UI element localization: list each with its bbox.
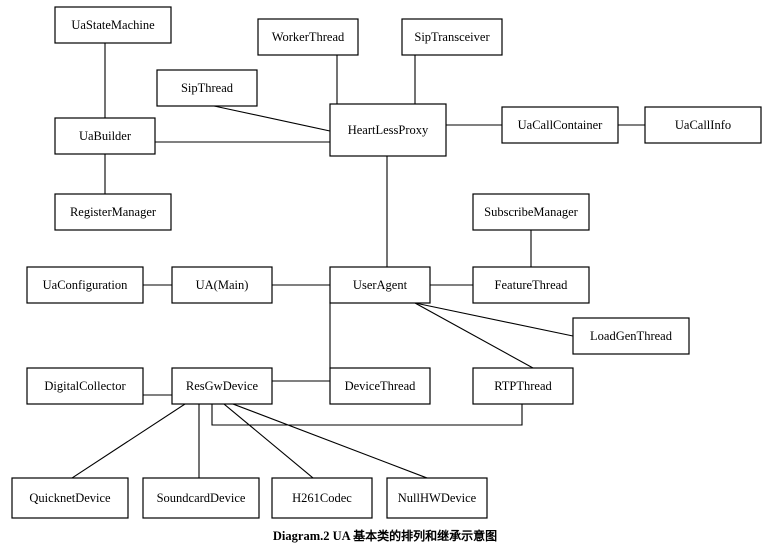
- class-node-box[interactable]: [54, 117, 156, 155]
- class-node-label: UserAgent: [353, 278, 408, 292]
- class-node-box[interactable]: [171, 367, 273, 405]
- diagram-caption: Diagram.2 UA 基本类的排列和继承示意图: [0, 527, 770, 544]
- class-node-box[interactable]: [156, 69, 258, 107]
- class-node-box[interactable]: [329, 266, 431, 304]
- class-node-label: UaStateMachine: [71, 18, 155, 32]
- class-node-box[interactable]: [572, 317, 690, 355]
- edge-resgwdevice-to-h261codec: [223, 403, 314, 479]
- class-node-siptransceiver[interactable]: SipTransceiver: [401, 18, 503, 56]
- edge-resgwdevice-to-nullhwdevice: [232, 403, 428, 479]
- class-node-subscribemanager[interactable]: SubscribeManager: [472, 193, 590, 231]
- class-node-sipthread[interactable]: SipThread: [156, 69, 258, 107]
- class-node-box[interactable]: [472, 367, 574, 405]
- class-node-box[interactable]: [271, 477, 373, 519]
- class-node-box[interactable]: [501, 106, 619, 144]
- class-node-label: DeviceThread: [345, 379, 417, 393]
- class-node-soundcarddevice[interactable]: SoundcardDevice: [142, 477, 260, 519]
- edge-sipthread-to-heartlessproxy: [213, 105, 331, 132]
- class-node-box[interactable]: [142, 477, 260, 519]
- class-node-label: UA(Main): [196, 278, 249, 292]
- class-node-label: FeatureThread: [495, 278, 569, 292]
- class-node-box[interactable]: [472, 193, 590, 231]
- class-node-label: SoundcardDevice: [157, 491, 246, 505]
- class-node-box[interactable]: [54, 193, 172, 231]
- class-node-featurethread[interactable]: FeatureThread: [472, 266, 590, 304]
- class-node-uastatemachine[interactable]: UaStateMachine: [54, 6, 172, 44]
- class-node-box[interactable]: [26, 266, 144, 304]
- class-node-digitalcollector[interactable]: DigitalCollector: [26, 367, 144, 405]
- class-node-box[interactable]: [171, 266, 273, 304]
- class-node-label: UaCallInfo: [675, 118, 731, 132]
- class-node-resgwdevice[interactable]: ResGwDevice: [171, 367, 273, 405]
- class-node-h261codec[interactable]: H261Codec: [271, 477, 373, 519]
- edge-resgwdevice-to-rtpthread: [211, 403, 523, 426]
- class-node-label: SipThread: [181, 81, 234, 95]
- class-node-label: QuicknetDevice: [29, 491, 111, 505]
- class-node-label: ResGwDevice: [186, 379, 259, 393]
- class-node-uacallcontainer[interactable]: UaCallContainer: [501, 106, 619, 144]
- class-node-label: RegisterManager: [70, 205, 157, 219]
- edge-resgwdevice-to-quicknetdevice: [71, 403, 186, 479]
- class-node-uamain[interactable]: UA(Main): [171, 266, 273, 304]
- class-node-label: SubscribeManager: [484, 205, 579, 219]
- edge-useragent-to-rtpthread: [414, 302, 534, 369]
- class-node-box[interactable]: [54, 6, 172, 44]
- class-node-useragent[interactable]: UserAgent: [329, 266, 431, 304]
- class-node-label: UaBuilder: [79, 129, 132, 143]
- class-node-box[interactable]: [329, 103, 447, 157]
- class-node-workerthread[interactable]: WorkerThread: [257, 18, 359, 56]
- caption-prefix: Diagram.2 UA: [272, 529, 354, 543]
- class-node-uaconfiguration[interactable]: UaConfiguration: [26, 266, 144, 304]
- class-node-box[interactable]: [329, 367, 431, 405]
- edge-useragent-to-loadgenthread: [414, 302, 574, 337]
- class-node-label: LoadGenThread: [590, 329, 673, 343]
- class-node-uacallinfo[interactable]: UaCallInfo: [644, 106, 762, 144]
- class-node-box[interactable]: [472, 266, 590, 304]
- class-node-box[interactable]: [644, 106, 762, 144]
- class-node-loadgenthread[interactable]: LoadGenThread: [572, 317, 690, 355]
- class-node-label: H261Codec: [292, 491, 352, 505]
- class-node-devicethread[interactable]: DeviceThread: [329, 367, 431, 405]
- class-node-uabuilder[interactable]: UaBuilder: [54, 117, 156, 155]
- class-node-label: RTPThread: [494, 379, 552, 393]
- class-node-label: WorkerThread: [272, 30, 345, 44]
- class-node-box[interactable]: [401, 18, 503, 56]
- edges-layer: [71, 42, 646, 479]
- class-node-label: SipTransceiver: [414, 30, 490, 44]
- class-node-label: UaCallContainer: [518, 118, 604, 132]
- class-node-nullhwdevice[interactable]: NullHWDevice: [386, 477, 488, 519]
- class-node-label: HeartLessProxy: [348, 123, 429, 137]
- class-node-box[interactable]: [11, 477, 129, 519]
- class-node-label: UaConfiguration: [43, 278, 128, 292]
- class-node-box[interactable]: [386, 477, 488, 519]
- class-node-registermanager[interactable]: RegisterManager: [54, 193, 172, 231]
- class-node-heartlessproxy[interactable]: HeartLessProxy: [329, 103, 447, 157]
- class-node-rtpthread[interactable]: RTPThread: [472, 367, 574, 405]
- class-node-label: DigitalCollector: [44, 379, 126, 393]
- class-node-quicknetdevice[interactable]: QuicknetDevice: [11, 477, 129, 519]
- caption-chinese: 基本类的排列和继承示意图: [353, 529, 498, 543]
- class-node-box[interactable]: [257, 18, 359, 56]
- class-node-label: NullHWDevice: [398, 491, 477, 505]
- class-node-box[interactable]: [26, 367, 144, 405]
